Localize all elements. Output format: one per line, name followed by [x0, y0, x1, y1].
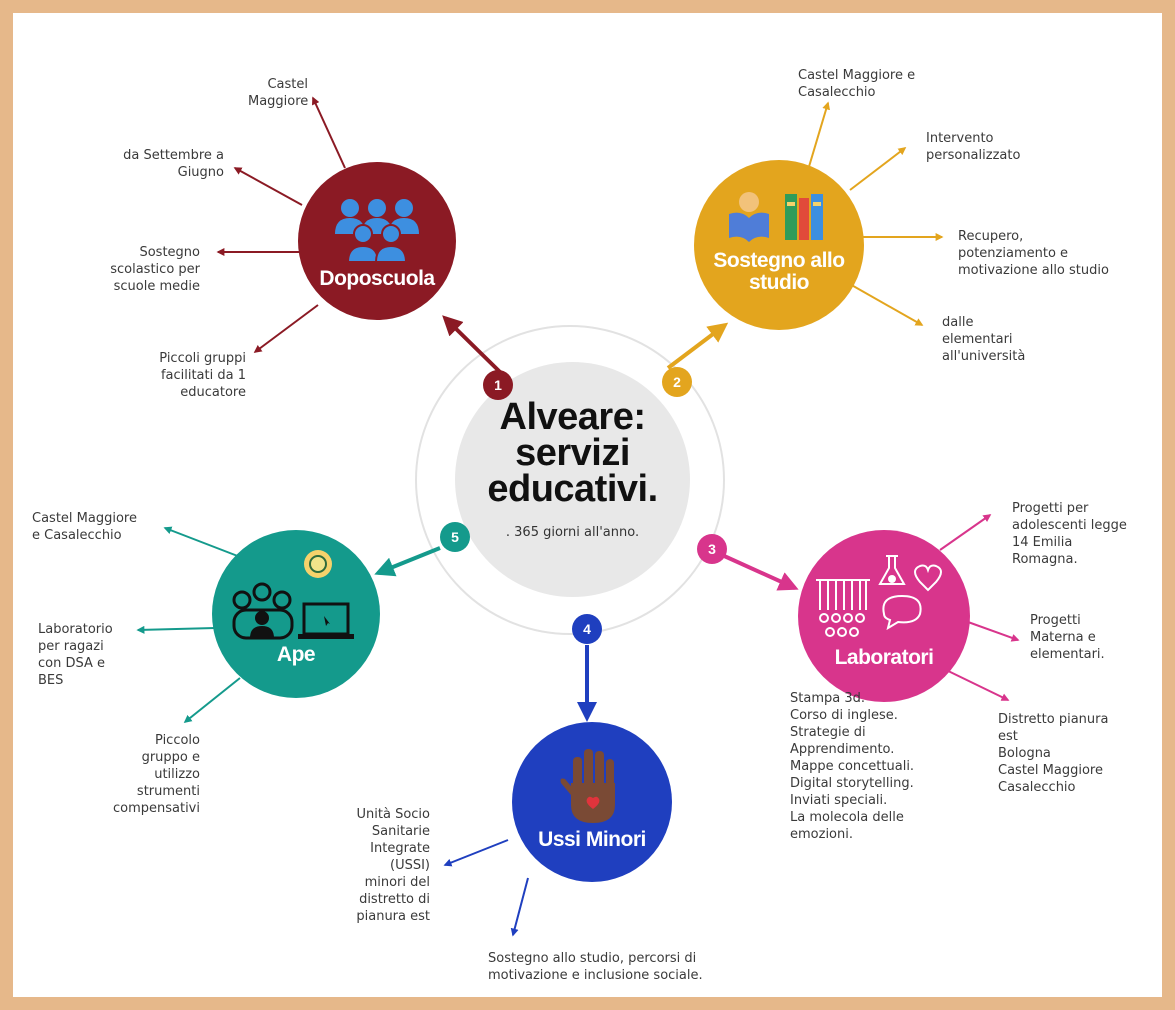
node-sostegno-title-line2: studio	[749, 271, 810, 294]
badge-3: 3	[697, 534, 727, 564]
sostegno-label-recovery: Recupero, potenziamento e motivazione al…	[958, 229, 1109, 278]
arrow-to-laboratori	[721, 553, 799, 591]
node-sostegno-title-line1: Sostegno allo	[713, 248, 845, 272]
center-title-line3: educativi.	[487, 468, 658, 510]
ussi-label-definition: Unità Socio Sanitarie Integrate (USSI) m…	[356, 807, 430, 924]
arrow-to-ape	[374, 546, 441, 577]
doposcuola-label-support: Sostegno scolastico per scuole medie	[110, 245, 200, 294]
node-ussi-title: Ussi Minori	[538, 827, 646, 851]
center-title: Alveare: servizi educativi.	[487, 396, 658, 510]
sostegno-label-personal: Intervento personalizzato	[926, 131, 1021, 163]
ape-label-lab: Laboratorio per ragazi con DSA e BES	[38, 622, 113, 688]
node-ussi-minori[interactable]: Ussi Minori	[512, 722, 672, 882]
doposcuola-label-location: Castel Maggiore	[248, 77, 309, 109]
node-laboratori-title: Laboratori	[834, 646, 934, 670]
laboratori-label-activities: Stampa 3d. Corso di inglese. Strategie d…	[790, 691, 915, 842]
sostegno-label-location: Castel Maggiore e Casalecchio	[798, 68, 916, 100]
center-subtitle: . 365 giorni all'anno.	[505, 525, 640, 540]
doposcuola-label-period: da Settembre a Giugno	[123, 148, 224, 180]
laboratori-label-district: Distretto pianura est Bologna Castel Mag…	[998, 712, 1109, 795]
badge-2: 2	[662, 367, 692, 397]
badge-4: 4	[572, 614, 602, 644]
node-doposcuola[interactable]: Doposcuola	[298, 162, 456, 320]
node-laboratori[interactable]: Laboratori	[798, 530, 970, 702]
hand-heart-icon	[560, 748, 615, 823]
ussi-label-support: Sostegno allo studio, percorsi di motiva…	[488, 951, 703, 983]
center-title-line2: servizi	[515, 432, 630, 474]
center-title-line1: Alveare:	[499, 396, 646, 438]
lab-icons	[816, 555, 942, 638]
ape-label-tools: Piccolo gruppo e utilizzo strumenti comp…	[112, 733, 200, 816]
node-sostegno-title: Sostegno allo studio	[713, 248, 845, 294]
group-people-icon	[335, 198, 419, 263]
doposcuola-label-groups: Piccoli gruppi facilitati da 1 educatore	[159, 351, 246, 400]
laboratori-label-projects-kids: Progetti Materna e elementari.	[1030, 613, 1105, 662]
online-meeting-icon	[232, 549, 354, 640]
reading-books-icon	[729, 191, 823, 242]
node-doposcuola-title: Doposcuola	[319, 266, 435, 290]
badge-5: 5	[440, 522, 470, 552]
arrow-to-sostegno	[666, 322, 729, 370]
node-ape[interactable]: Ape	[212, 530, 380, 698]
arrow-to-doposcuola	[442, 315, 502, 374]
center-circle: Alveare: servizi educativi. . 365 giorni…	[455, 362, 690, 597]
node-ape-title: Ape	[276, 642, 316, 666]
sostegno-label-levels: dalle elementari all'università	[942, 315, 1026, 364]
node-sostegno-studio[interactable]: Sostegno allo studio	[694, 160, 864, 330]
ape-label-location: Castel Maggiore e Casalecchio	[32, 511, 137, 543]
laboratori-label-projects-teens: Progetti per adolescenti legge 14 Emilia…	[1012, 501, 1127, 567]
badge-1: 1	[483, 370, 513, 400]
